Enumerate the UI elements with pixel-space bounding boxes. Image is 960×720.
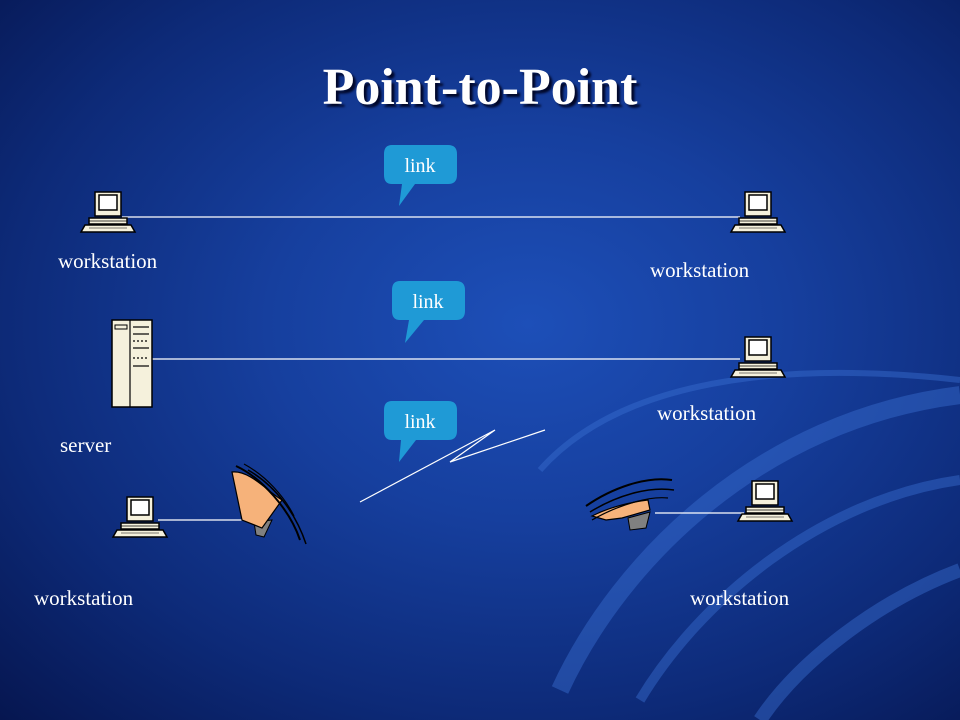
satellite-dish-left-icon	[231, 463, 307, 545]
link-callout-2: link	[392, 281, 465, 343]
workstation-icon-middle-right	[730, 336, 786, 378]
slide-title: Point-to-Point	[322, 59, 638, 116]
workstation-icon-top-left	[80, 191, 136, 233]
link-label-1: link	[404, 155, 435, 177]
label-server: server	[60, 433, 112, 457]
satellite-dish-right-icon	[585, 478, 675, 531]
label-top-right: workstation	[650, 258, 750, 282]
label-bottom-right: workstation	[690, 586, 790, 610]
wireless-link-line	[359, 429, 546, 503]
server-icon	[111, 319, 153, 408]
workstation-icon-bottom-right	[737, 480, 793, 522]
link-label-3: link	[404, 411, 435, 433]
label-bottom-left: workstation	[34, 586, 134, 610]
link-label-2: link	[412, 291, 443, 313]
workstation-icon-bottom-left	[112, 496, 168, 538]
background-swirl	[537, 369, 960, 720]
link-callout-3: link	[384, 401, 457, 462]
label-top-left: workstation	[58, 249, 158, 273]
workstation-icon-top-right	[730, 191, 786, 233]
link-callout-1: link	[384, 145, 457, 206]
label-middle-right: workstation	[657, 401, 757, 425]
